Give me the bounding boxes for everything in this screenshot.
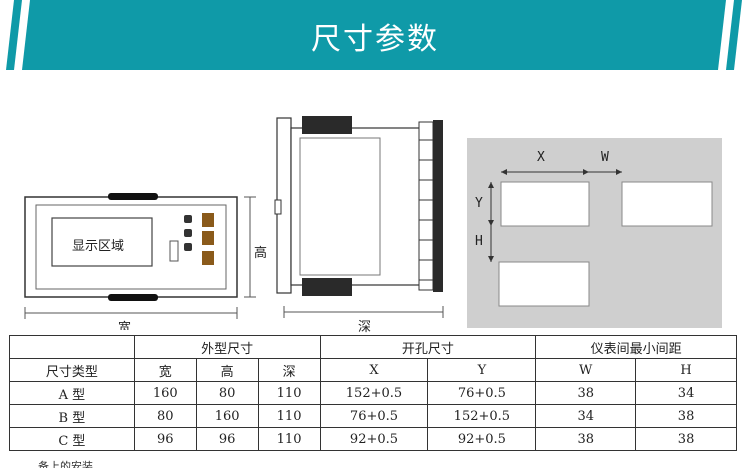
table-cell: 152+0.5 (319, 381, 429, 405)
table-cell: 96 (133, 427, 197, 451)
w-label: W (601, 150, 609, 165)
table-cell: 34 (635, 381, 737, 405)
side-view-drawing (274, 116, 444, 318)
table-cell: 80 (133, 404, 197, 428)
col-header: 尺寸类型 (9, 358, 135, 382)
group-header-cutout-size: 开孔尺寸 (319, 335, 537, 359)
table-cell: A 型 (9, 381, 135, 405)
display-area-label: 显示区域 (72, 239, 125, 254)
page-title: 尺寸参数 (311, 22, 439, 57)
spec-table: 外型尺寸 开孔尺寸 仪表间最小间距 尺寸类型 宽 高 深 X Y W H A 型… (9, 335, 737, 451)
column-header-row: 尺寸类型 宽 高 深 X Y W H (9, 358, 737, 382)
table-cell: 96 (195, 427, 259, 451)
table-cell: C 型 (9, 427, 135, 451)
width-label: 宽 (118, 321, 132, 330)
height-label: 高 (254, 246, 268, 261)
side-view-diagram: 深 (272, 110, 462, 335)
group-header-min-spacing: 仪表间最小间距 (535, 335, 737, 359)
col-header: X (319, 358, 429, 382)
col-header: 深 (257, 358, 321, 382)
x-label: X (537, 150, 545, 165)
cutout-drawing (488, 169, 713, 307)
table-row: B 型 80 160 110 76+0.5 152+0.5 34 38 (9, 404, 737, 428)
table-row: C 型 96 96 110 92+0.5 92+0.5 38 38 (9, 427, 737, 451)
table-cell: 152+0.5 (427, 404, 537, 428)
banner-background (0, 0, 750, 70)
table-cell: 110 (257, 404, 321, 428)
table-cell: 38 (635, 427, 737, 451)
table-cell: B 型 (9, 404, 135, 428)
footnote-text: 备上的安装 (38, 460, 93, 468)
table-cell: 110 (257, 381, 321, 405)
table-cell: 76+0.5 (319, 404, 429, 428)
table-cell: 160 (133, 381, 197, 405)
col-header: W (535, 358, 637, 382)
col-header: 高 (195, 358, 259, 382)
group-header-row: 外型尺寸 开孔尺寸 仪表间最小间距 (9, 335, 737, 359)
cutout-diagram: X W Y H (467, 138, 722, 328)
front-view-drawing (24, 193, 256, 319)
table-row: A 型 160 80 110 152+0.5 76+0.5 38 34 (9, 381, 737, 405)
depth-label: 深 (358, 320, 372, 335)
table-cell: 80 (195, 381, 259, 405)
table-cell: 34 (535, 404, 637, 428)
table-cell: 110 (257, 427, 321, 451)
empty-header-cell (9, 335, 135, 359)
col-header: 宽 (133, 358, 197, 382)
table-cell: 38 (535, 427, 637, 451)
table-cell: 160 (195, 404, 259, 428)
table-cell: 92+0.5 (427, 427, 537, 451)
col-header: Y (427, 358, 537, 382)
h-label: H (475, 234, 483, 249)
y-label: Y (475, 196, 483, 211)
table-cell: 76+0.5 (427, 381, 537, 405)
table-cell: 38 (635, 404, 737, 428)
group-header-outer-size: 外型尺寸 (133, 335, 321, 359)
title-banner: 尺寸参数 (0, 0, 750, 70)
table-cell: 92+0.5 (319, 427, 429, 451)
table-cell: 38 (535, 381, 637, 405)
col-header: H (635, 358, 737, 382)
front-view-diagram: 显示区域 宽 高 (0, 185, 275, 335)
